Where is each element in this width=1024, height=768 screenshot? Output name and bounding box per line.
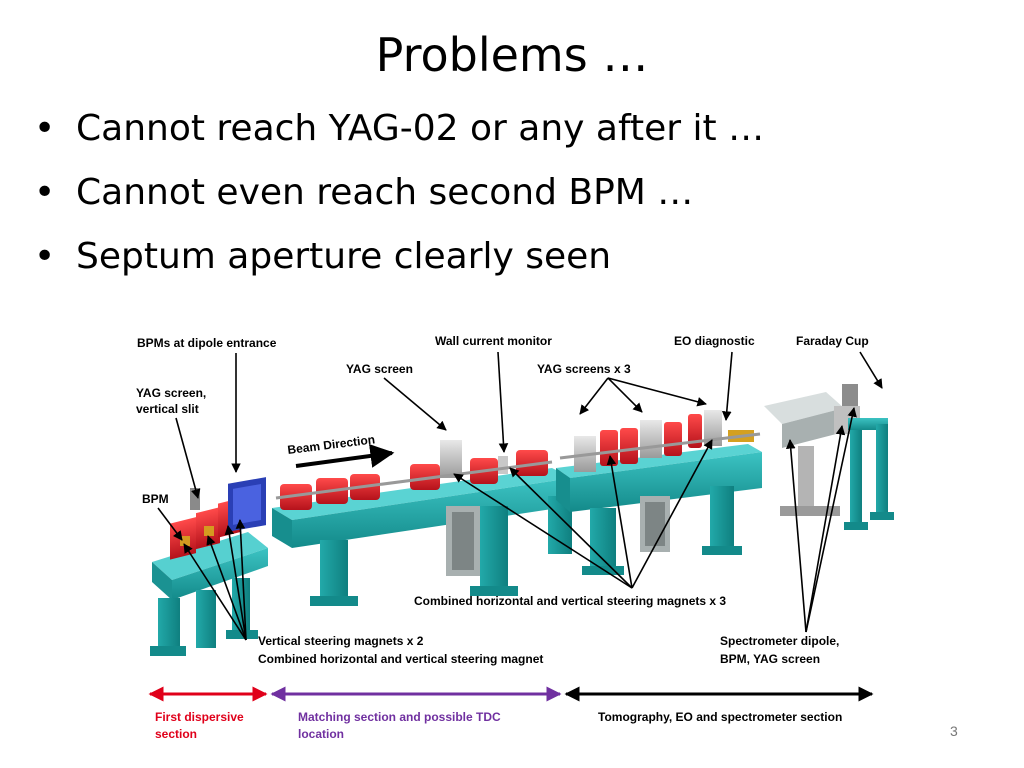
label-eo-diagnostic: EO diagnostic: [674, 334, 755, 348]
section-spans: First dispersive section Matching sectio…: [148, 686, 874, 741]
label-vertical-steering-1: Vertical steering magnets x 2: [258, 634, 424, 648]
label-spectrometer-1: Spectrometer dipole,: [720, 634, 839, 648]
first-section-magnets: [170, 477, 266, 560]
matching-section-magnets: [275, 440, 553, 510]
section-first-2: section: [155, 727, 197, 741]
beam-direction: Beam Direction: [287, 432, 395, 468]
label-combined-steering-x3: Combined horizontal and vertical steerin…: [414, 594, 726, 608]
section-tomography: Tomography, EO and spectrometer section: [598, 710, 842, 724]
section-matching-2: location: [298, 727, 344, 741]
label-yag-screens-x3: YAG screens x 3: [537, 362, 631, 376]
label-bpms-dipole-entrance: BPMs at dipole entrance: [137, 336, 277, 350]
beam-direction-label: Beam Direction: [287, 432, 376, 457]
bullet-item: Cannot reach YAG-02 or any after it …: [34, 104, 764, 168]
label-spectrometer-2: BPM, YAG screen: [720, 652, 820, 666]
tomography-section-girder: [556, 444, 762, 575]
label-vertical-steering-2: Combined horizontal and vertical steerin…: [258, 652, 543, 666]
first-section-stand: [150, 532, 268, 656]
label-yag-screen-slit-2: vertical slit: [136, 402, 199, 416]
callout-arrows: [157, 351, 883, 641]
label-yag-screen-slit-1: YAG screen,: [136, 386, 206, 400]
label-faraday-cup: Faraday Cup: [796, 334, 869, 348]
label-bpm: BPM: [142, 492, 169, 506]
slide-number: 3: [950, 723, 958, 739]
bullet-item: Septum aperture clearly seen: [34, 232, 764, 296]
section-matching-1: Matching section and possible TDC: [298, 710, 501, 724]
bullet-item: Cannot even reach second BPM …: [34, 168, 764, 232]
tomography-section-magnets: [559, 410, 761, 472]
label-wall-current-monitor: Wall current monitor: [435, 334, 552, 348]
diagram-labels: BPMs at dipole entrance Wall current mon…: [136, 334, 869, 666]
beamline-hardware: [150, 384, 894, 656]
label-yag-screen: YAG screen: [346, 362, 413, 376]
slide-title: Problems …: [375, 28, 649, 82]
bullet-list: Cannot reach YAG-02 or any after it … Ca…: [34, 104, 764, 296]
section-first-1: First dispersive: [155, 710, 244, 724]
spectrometer-stand: [764, 384, 894, 530]
